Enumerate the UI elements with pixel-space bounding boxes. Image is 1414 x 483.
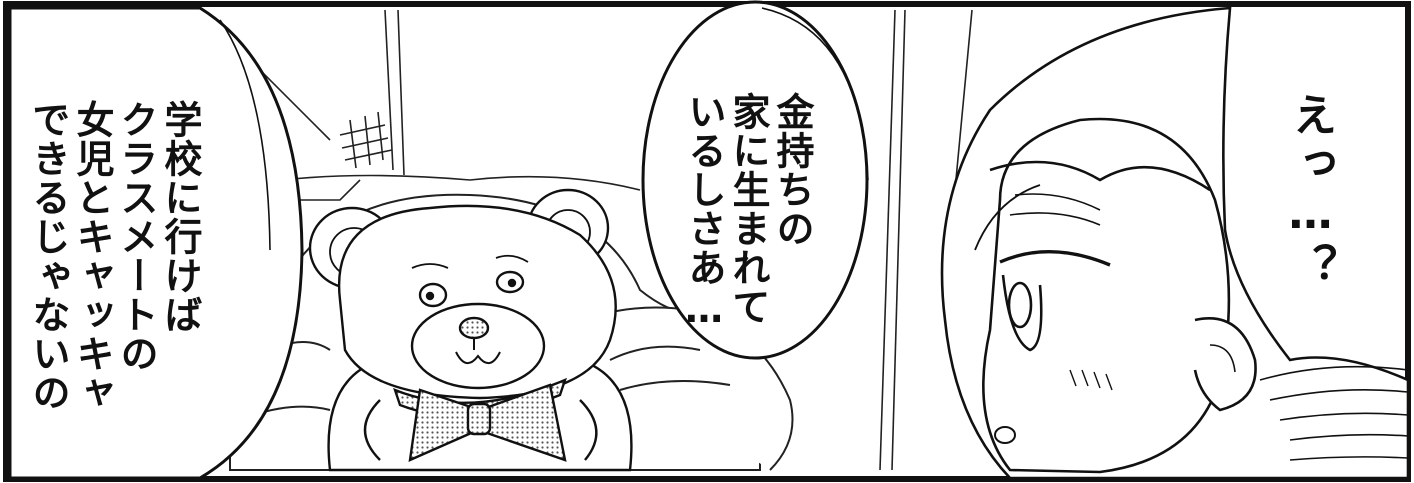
speech-left-line: できるじゃないの [26,100,70,412]
speech-text-right: えっ…？ [1285,92,1336,291]
speech-bubble-middle [641,0,869,360]
speech-middle-line: 家に生まれて [726,92,770,326]
speech-text-middle: 金持ちの 家に生まれて いるしさあ… [682,92,814,332]
speech-middle-line: いるしさあ… [682,92,726,332]
speech-left-line: 女児とキャッキャ [70,100,114,412]
speech-left-line: クラスメートの [114,100,158,373]
speech-right-line: えっ…？ [1285,92,1336,291]
speech-left-line: 学校に行けば [158,100,202,334]
speech-middle-line: 金持ちの [770,92,814,248]
girl-character [940,6,1410,480]
teddy-bear [308,188,633,472]
speech-bubble-left [8,6,304,480]
speech-text-left: 学校に行けば クラスメートの 女児とキャッキャ できるじゃないの [26,100,202,412]
